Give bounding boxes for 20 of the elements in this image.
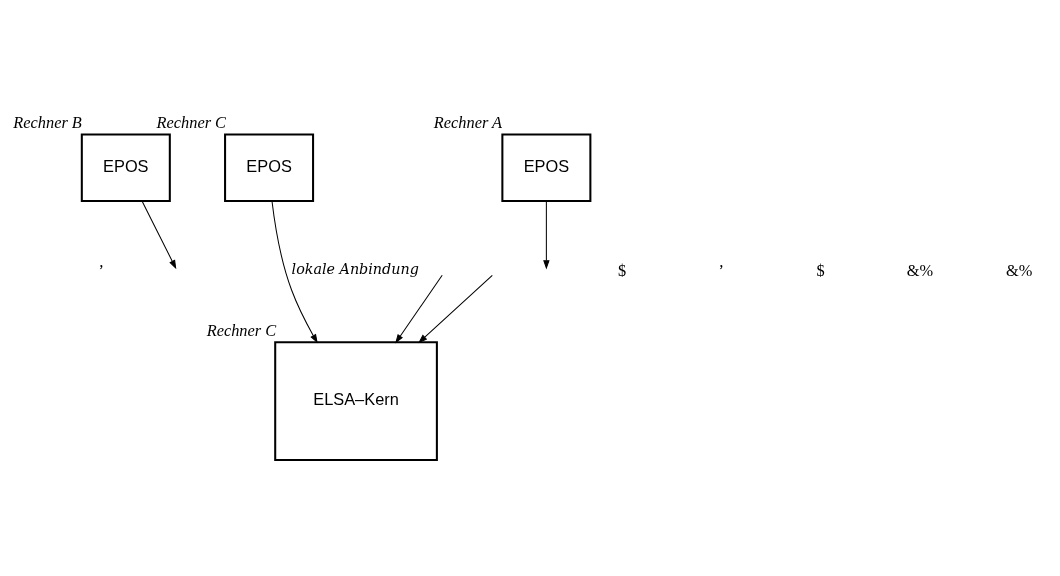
edge-label: lokale Anbindung — [291, 261, 419, 278]
label: &% — [1005, 260, 1033, 280]
label: $ — [618, 260, 627, 280]
node-label: Rechner B — [13, 113, 82, 133]
label: ’ — [718, 260, 725, 280]
node-box: EPOS — [501, 133, 592, 203]
node-label: Rechner A — [433, 113, 503, 133]
arrow — [141, 200, 177, 270]
label: $ — [816, 260, 825, 280]
node-box: ELSA–Kern — [274, 341, 438, 461]
node-label: Rechner C — [156, 113, 227, 133]
node-box: EPOS — [80, 133, 171, 203]
arrow — [395, 274, 443, 344]
label: &% — [906, 260, 934, 280]
arrow — [543, 200, 550, 270]
arrow — [271, 200, 318, 344]
label: ’ — [98, 260, 104, 280]
arrow — [418, 274, 493, 344]
node-box: EPOS — [224, 133, 315, 203]
node-label: Rechner C — [206, 320, 277, 340]
